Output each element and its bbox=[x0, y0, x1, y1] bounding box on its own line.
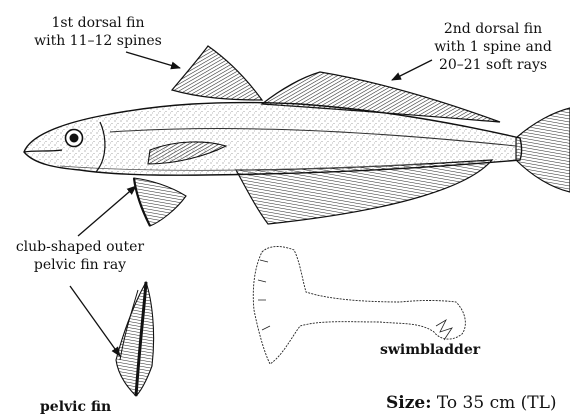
label-line: with 11–12 spines bbox=[18, 32, 178, 50]
label-line: pelvic fin ray bbox=[0, 256, 160, 274]
label-line: with 1 spine and bbox=[418, 38, 568, 56]
label-line: club-shaped outer bbox=[0, 238, 160, 256]
size-key: Size: bbox=[386, 393, 431, 413]
label-second-dorsal-fin: 2nd dorsal fin with 1 spine and 20–21 so… bbox=[418, 20, 568, 74]
arrow-first-dorsal bbox=[126, 52, 180, 68]
label-line: 1st dorsal fin bbox=[18, 14, 178, 32]
first-dorsal-fin bbox=[172, 46, 262, 100]
label-line: 2nd dorsal fin bbox=[418, 20, 568, 38]
label-pelvic-fin: pelvic fin bbox=[40, 398, 111, 415]
label-pelvic-fin-ray: club-shaped outer pelvic fin ray bbox=[0, 238, 160, 274]
pelvic-fin-body bbox=[134, 178, 186, 226]
pelvic-fin-detail bbox=[116, 282, 154, 396]
pupil bbox=[70, 134, 79, 143]
label-first-dorsal-fin: 1st dorsal fin with 11–12 spines bbox=[18, 14, 178, 50]
label-swimbladder: swimbladder bbox=[380, 341, 480, 359]
size-note: Size: To 35 cm (TL) bbox=[386, 393, 557, 413]
arrow-pelvic-fin bbox=[70, 286, 120, 356]
arrow-pelvic-ray bbox=[78, 186, 136, 236]
caudal-fin bbox=[516, 108, 570, 192]
label-line: 20–21 soft rays bbox=[418, 56, 568, 74]
size-value: To 35 cm (TL) bbox=[431, 393, 556, 413]
